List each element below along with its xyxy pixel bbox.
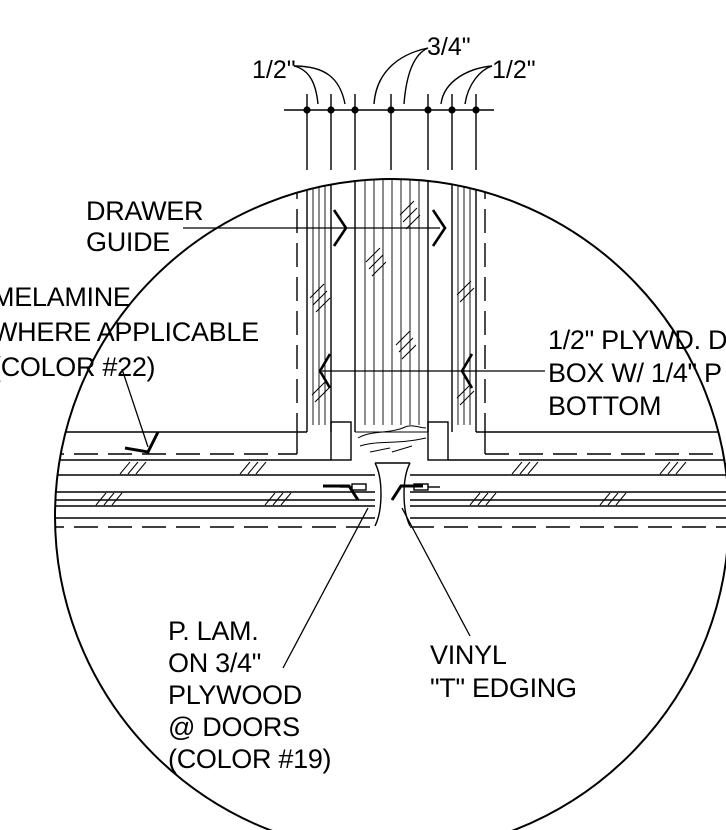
drawer-grain: [312, 179, 471, 425]
svg-text:1/2" PLYWD. D: 1/2" PLYWD. D: [548, 325, 726, 355]
dim-right-half-inch: 1/2": [492, 56, 536, 84]
panel-hatch: [95, 461, 687, 506]
hatch-marks: [309, 200, 475, 406]
svg-text:VINYL: VINYL: [430, 640, 507, 670]
svg-text:(COLOR #19): (COLOR #19): [168, 744, 331, 774]
leader-arrows: [124, 431, 423, 501]
dim-three-quarter-inch: 3/4": [427, 33, 471, 61]
svg-text:@ DOORS: @ DOORS: [168, 712, 300, 742]
detail-content: [55, 179, 726, 528]
svg-text:GUIDE: GUIDE: [86, 227, 170, 257]
svg-text:BOX W/ 1/4" P: BOX W/ 1/4" P: [548, 358, 722, 388]
detail-circle: [54, 178, 726, 830]
svg-text:ON 3/4": ON 3/4": [168, 648, 261, 678]
drawer-sides: [296, 179, 486, 432]
svg-text:(COLOR #22): (COLOR #22): [0, 352, 155, 382]
dim-left-half-inch: 1/2": [252, 56, 296, 84]
svg-text:WHERE APPLICABLE: WHERE APPLICABLE: [0, 317, 259, 347]
svg-text:DRAWER: DRAWER: [86, 196, 203, 226]
svg-text:BOTTOM: BOTTOM: [548, 391, 661, 421]
label-drawer-guide: DRAWER GUIDE: [86, 196, 204, 257]
svg-text:MELAMINE: MELAMINE: [0, 282, 131, 312]
cabinet-panels: [55, 420, 726, 528]
drawer-bottom: [355, 425, 428, 453]
label-vinyl-edging: VINYL "T" EDGING: [430, 640, 577, 703]
leaders: [121, 227, 545, 669]
svg-text:PLYWOOD: PLYWOOD: [168, 680, 302, 710]
dimension-dots: [303, 106, 480, 114]
svg-text:"T" EDGING: "T" EDGING: [430, 673, 577, 703]
label-melamine: MELAMINE WHERE APPLICABLE (COLOR #22): [0, 282, 259, 382]
drawer-guide-chevrons: [318, 209, 474, 389]
label-plywood-box: 1/2" PLYWD. D BOX W/ 1/4" P BOTTOM: [548, 325, 726, 421]
runner-blocks: [330, 421, 449, 461]
label-p-lam: P. LAM. ON 3/4" PLYWOOD @ DOORS (COLOR #…: [168, 616, 332, 774]
svg-text:P. LAM.: P. LAM.: [168, 616, 258, 646]
